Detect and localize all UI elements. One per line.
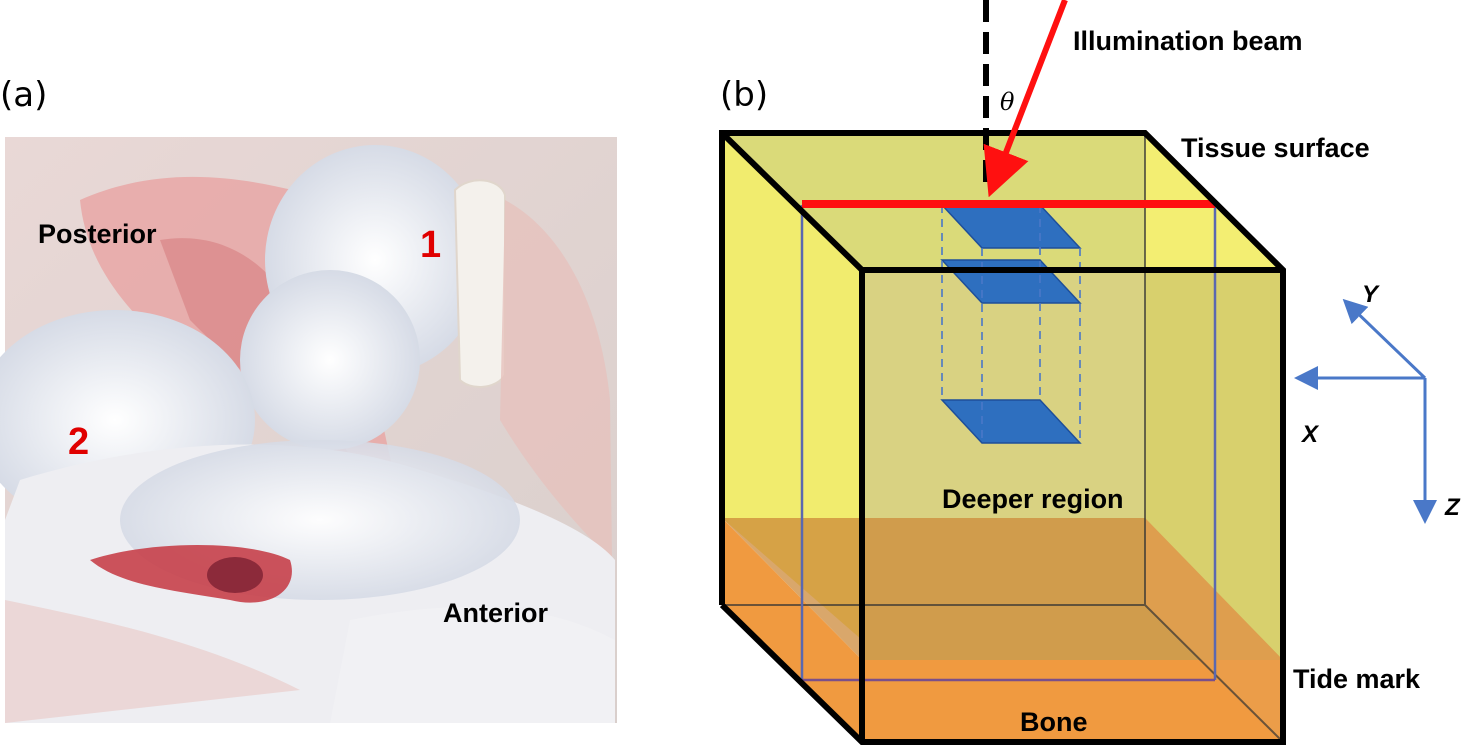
axis-x-label: X bbox=[1300, 421, 1320, 448]
illumination-beam bbox=[983, 0, 1068, 198]
tide-mark-label: Tide mark bbox=[1293, 664, 1421, 694]
axis-z-label: Z bbox=[1444, 494, 1461, 521]
cube-left-face bbox=[722, 133, 862, 640]
theta-label: θ bbox=[1000, 88, 1015, 116]
bone-label: Bone bbox=[1020, 707, 1088, 737]
marker-1-label: 1 bbox=[420, 224, 441, 266]
panel-a: (a) Posterior 1 2 Anterior bbox=[0, 75, 617, 723]
axis-y-label: Y bbox=[1362, 281, 1380, 308]
y-axis-arrow bbox=[1342, 298, 1427, 380]
marker-2-label: 2 bbox=[68, 421, 89, 463]
tissue-surface-label: Tissue surface bbox=[1181, 133, 1370, 163]
scan-plane-3 bbox=[940, 399, 1082, 444]
illumination-label: Illumination beam bbox=[1073, 26, 1303, 56]
anterior-label: Anterior bbox=[443, 598, 549, 628]
panel-b: (b) bbox=[719, 0, 1461, 745]
deeper-region-label: Deeper region bbox=[942, 484, 1124, 514]
cube-outline bbox=[719, 130, 1286, 745]
coordinate-axes bbox=[1294, 298, 1437, 524]
panel-b-label: (b) bbox=[720, 75, 768, 115]
posterior-label: Posterior bbox=[38, 219, 157, 249]
panel-a-label: (a) bbox=[0, 75, 47, 115]
bone-left-face bbox=[722, 518, 862, 742]
joint-photo bbox=[0, 137, 617, 723]
